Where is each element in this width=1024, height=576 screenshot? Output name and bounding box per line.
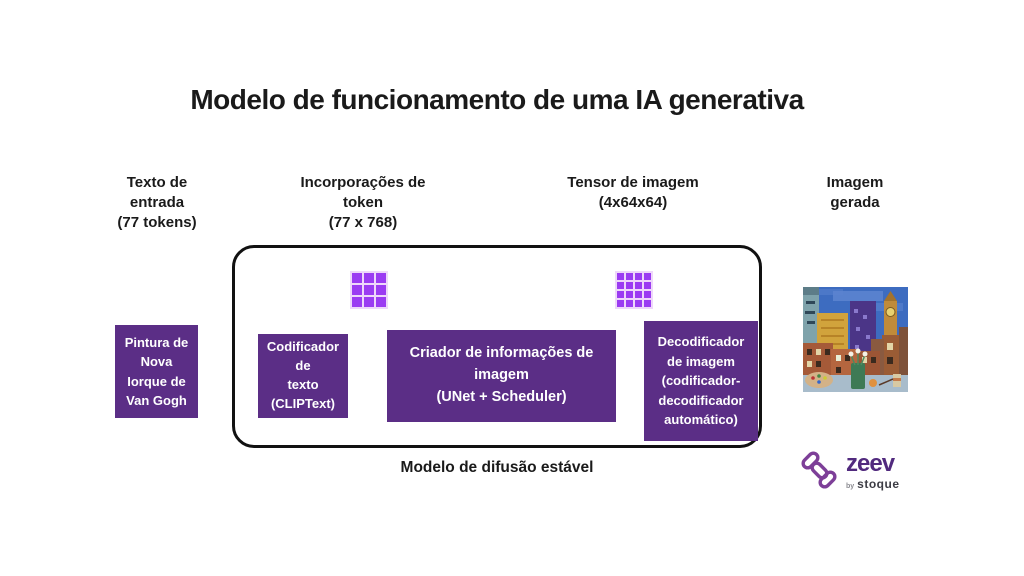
van-gogh-city-painting-illustration — [803, 287, 908, 392]
stage-label-image-tensor: Tensor de imagem (4x64x64) — [567, 174, 699, 211]
zeev-brand-text: zeev — [846, 450, 895, 477]
token-embeddings-grid-icon — [350, 271, 388, 309]
stage-label-token-embeddings: Incorporações de token (77 x 768) — [300, 174, 426, 231]
input-prompt-box: Pintura de Nova Iorque de Van Gogh — [115, 325, 198, 418]
diffusion-model-container: Codificador de texto (CLIPText) Criador … — [232, 245, 762, 448]
text-encoder-box: Codificador de texto (CLIPText) — [258, 334, 348, 418]
stoque-label: stoque — [857, 477, 900, 491]
image-information-creator-box: Criador de informações de imagem (UNet +… — [387, 330, 616, 422]
zeev-logo-words: zeev by stoque — [846, 450, 900, 491]
stage-label-generated-image: Imagem gerada — [826, 174, 884, 211]
generated-image — [803, 287, 908, 392]
zeev-logo: zeev by stoque — [800, 447, 918, 495]
image-decoder-box: Decodificador de imagem (codificador- de… — [644, 321, 758, 441]
zeev-chain-links-icon — [801, 451, 837, 489]
stage-label-input-text: Texto de entrada (77 tokens) — [117, 174, 197, 231]
page-title: Modelo de funcionamento de uma IA genera… — [190, 84, 804, 115]
by-label: by — [846, 483, 855, 490]
by-stoque-text: by stoque — [846, 478, 900, 490]
image-tensor-grid-icon — [615, 271, 653, 309]
diffusion-model-caption: Modelo de difusão estável — [400, 459, 594, 476]
